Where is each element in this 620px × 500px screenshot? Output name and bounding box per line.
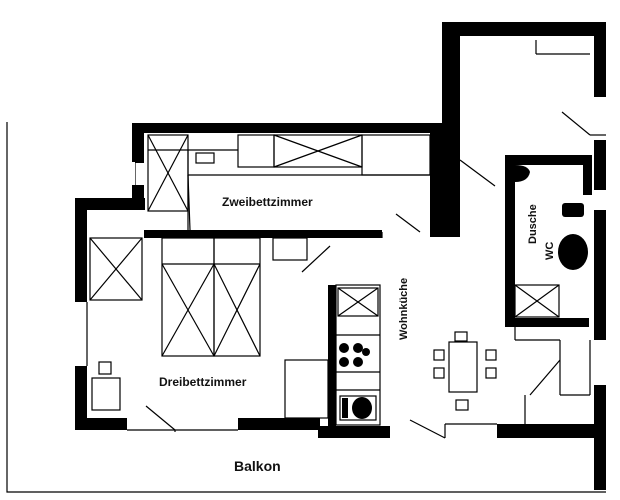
room-label-balkon: Balkon [234,458,281,474]
room-label-dreibettzimmer: Dreibettzimmer [159,375,247,389]
room-label-wc: WC [544,242,556,260]
thin-lines [6,40,606,493]
fixtures [130,162,588,419]
room-label-wohnkueche: Wohnküche [398,278,410,340]
walls [75,22,606,490]
room-label-dusche: Dusche [527,204,539,244]
room-label-zweibettzimmer: Zweibettzimmer [222,195,313,209]
